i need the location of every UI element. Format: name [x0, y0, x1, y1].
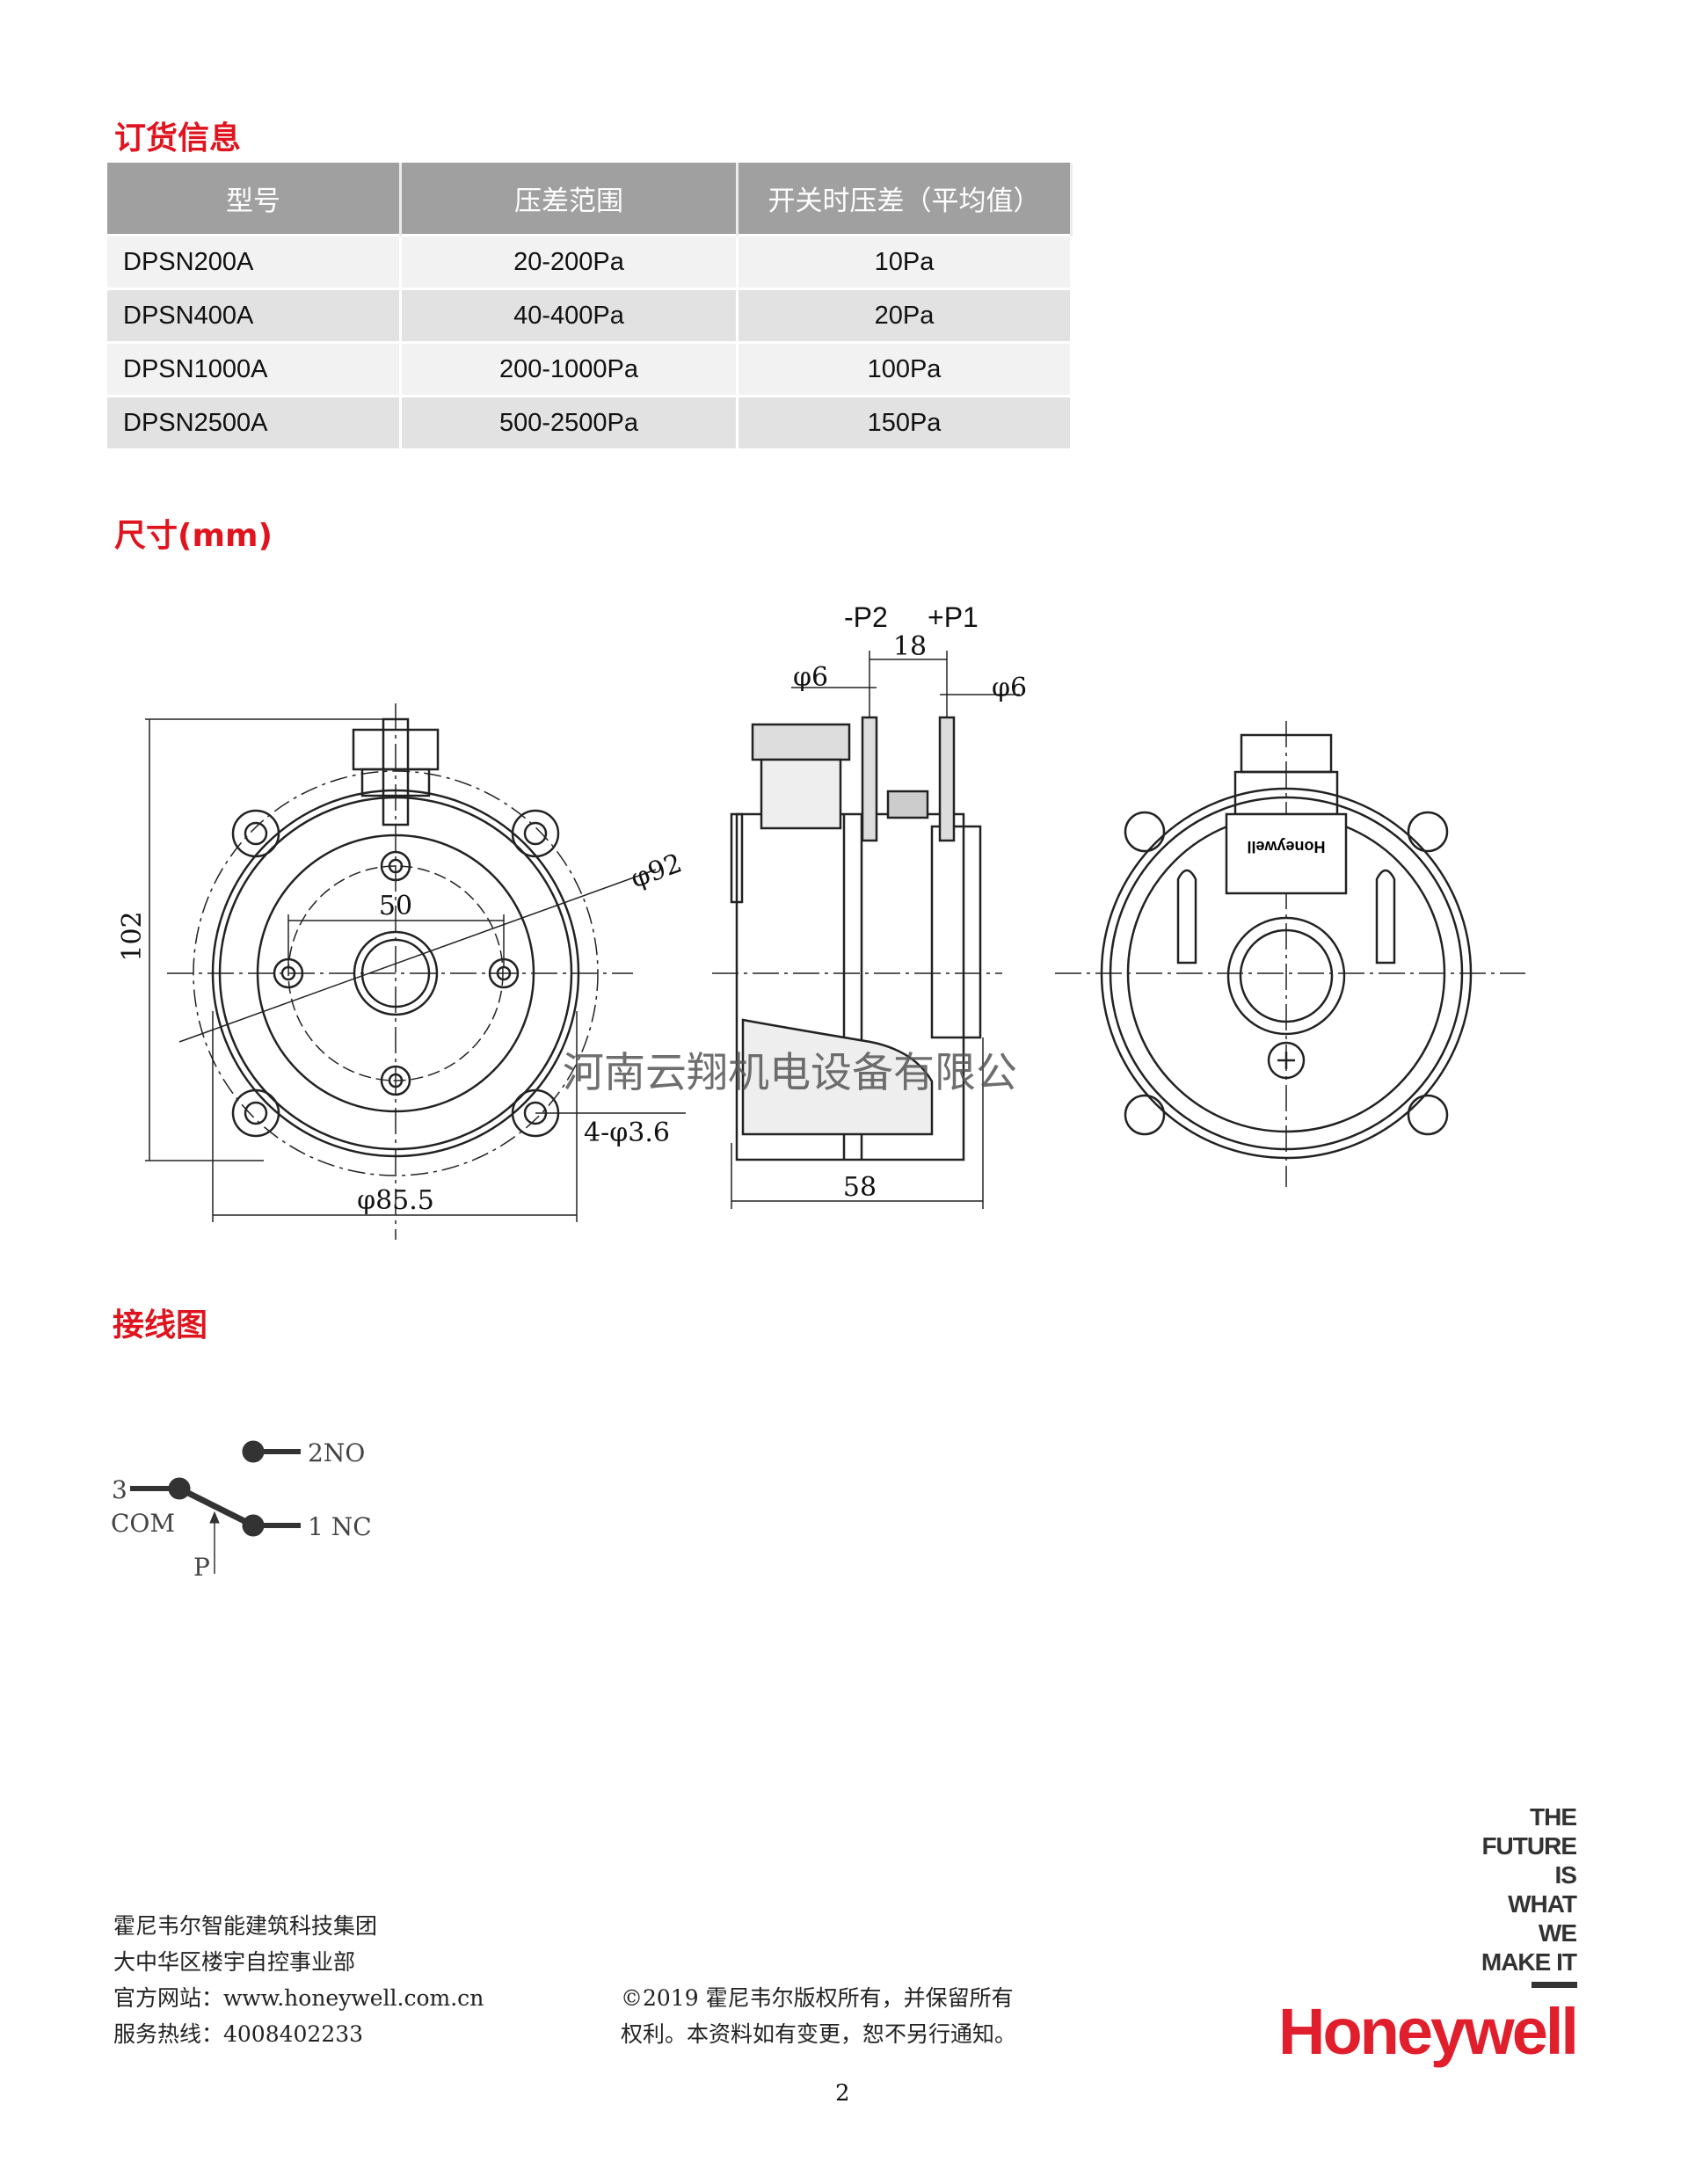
slogan-line: IS — [1554, 1861, 1577, 1889]
dimensions-title: 尺寸(mm) — [114, 518, 273, 554]
dim-mount-holes: 4-φ3.6 — [584, 1117, 670, 1148]
dimension-drawing: 102 φ85.5 50 φ92 4-φ3.6 18 φ6 φ6 58 -P2 … — [117, 601, 1525, 1240]
terminal-3-label: 3 — [112, 1475, 127, 1504]
footer-division: 大中华区楼宇自控事业部 — [113, 1949, 356, 1975]
ordering-title: 订货信息 — [114, 120, 242, 157]
slogan-line: FUTURE — [1481, 1832, 1577, 1860]
dim-hole-spacing: 50 — [379, 891, 412, 921]
front-view — [145, 703, 686, 1240]
nc-label: 1 NC — [308, 1512, 372, 1541]
footer-hotline: 服务热线：4008402233 — [113, 2021, 364, 2047]
page-number: 2 — [835, 2080, 850, 2107]
dim-depth: 58 — [843, 1172, 877, 1203]
cell-diff: 100Pa — [737, 341, 1073, 397]
dim-port-spacing: 18 — [893, 631, 927, 662]
footer-contact: 霍尼韦尔智能建筑科技集团 大中华区楼宇自控事业部 官方网站：www.honeyw… — [113, 1908, 484, 2052]
copyright-line-2: 权利。本资料如有变更，恕不另行通知。 — [621, 2021, 1017, 2047]
cell-diff: 20Pa — [737, 288, 1073, 343]
pressure-label: P — [193, 1553, 210, 1582]
port-p2-label: -P2 — [844, 601, 888, 633]
copyright-line-1: ©2019 霍尼韦尔版权所有，并保留所有 — [621, 1985, 1014, 2011]
watermark: 河南云翔机电设备有限公 — [563, 1049, 1017, 1097]
cell-diff: 10Pa — [737, 234, 1073, 289]
cell-range: 40-400Pa — [400, 288, 738, 343]
table-header-row: 型号 压差范围 开关时压差（平均值） — [107, 163, 1073, 236]
cell-model: DPSN400A — [107, 288, 402, 343]
cell-model: DPSN2500A — [107, 395, 402, 448]
com-label: COM — [111, 1509, 175, 1538]
side-view — [712, 651, 1020, 1209]
footer-company: 霍尼韦尔智能建筑科技集团 — [113, 1913, 378, 1939]
cell-diff: 150Pa — [737, 395, 1073, 448]
slogan-line: THE — [1530, 1803, 1577, 1831]
cell-range: 20-200Pa — [400, 234, 738, 289]
header-model: 型号 — [107, 163, 402, 236]
device-brand-label: Honeywell — [1247, 838, 1325, 855]
slogan-line: MAKE IT — [1481, 1948, 1577, 1976]
footer-copyright: ©2019 霍尼韦尔版权所有，并保留所有 权利。本资料如有变更，恕不另行通知。 — [621, 1980, 1016, 2052]
header-switch-diff: 开关时压差（平均值） — [737, 163, 1073, 236]
dim-height: 102 — [117, 911, 148, 961]
dim-width: φ85.5 — [357, 1185, 434, 1216]
wiring-title: 接线图 — [113, 1307, 208, 1343]
screw-holes — [273, 850, 520, 1096]
no-label: 2NO — [308, 1438, 365, 1467]
cell-model: DPSN1000A — [107, 341, 402, 397]
dim-port-dia-right: φ6 — [992, 673, 1027, 703]
back-view — [1055, 721, 1525, 1187]
slogan-line: WHAT — [1508, 1890, 1577, 1918]
honeywell-logo: Honeywell — [1278, 1995, 1579, 2068]
slogan: THE FUTURE IS WHAT WE MAKE IT — [1481, 1802, 1577, 1977]
dim-outer-dia: φ92 — [627, 848, 687, 894]
footer-website: 官方网站：www.honeywell.com.cn — [113, 1985, 484, 2011]
cell-range: 200-1000Pa — [400, 341, 738, 397]
wiring-diagram: 3 COM 2NO 1 NC P — [111, 1438, 372, 1582]
cell-range: 500-2500Pa — [400, 395, 738, 448]
header-range: 压差范围 — [400, 163, 738, 236]
slogan-line: WE — [1538, 1919, 1577, 1947]
slogan-divider — [1532, 1982, 1577, 1988]
dim-port-dia-left: φ6 — [793, 662, 828, 693]
cell-model: DPSN200A — [107, 234, 402, 289]
port-p1-label: +P1 — [928, 601, 979, 633]
